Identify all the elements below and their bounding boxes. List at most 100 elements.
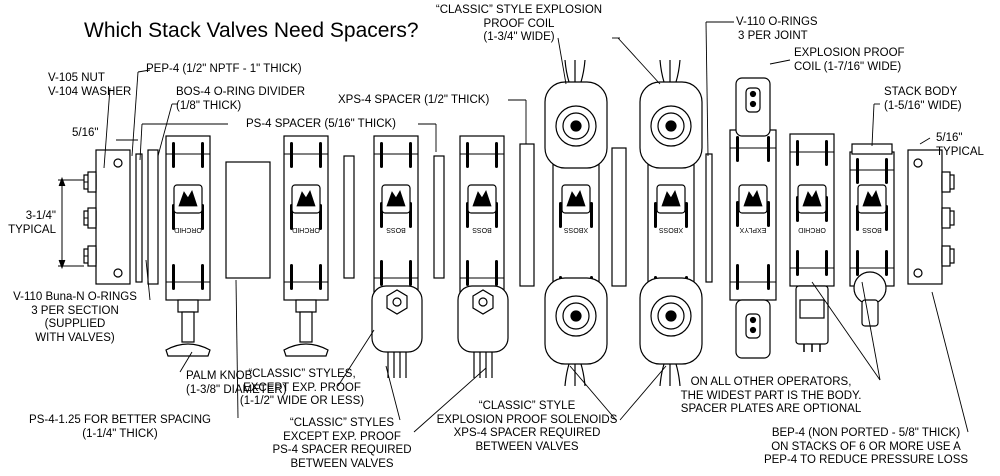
label-line: EXPLOSION PROOF SOLENOIDS bbox=[436, 413, 618, 426]
label-line: BEP-4 (NON PORTED - 5/8" THICK) bbox=[771, 427, 961, 439]
label-line: THE WIDEST PART IS THE BODY. bbox=[680, 389, 862, 402]
valve-model-text: EXPLYX bbox=[739, 226, 766, 233]
label-line: EXCEPT EXP. PROOF bbox=[283, 430, 401, 443]
label-line: STACK BODY bbox=[884, 86, 958, 98]
leader-line bbox=[769, 59, 791, 65]
lead-wire bbox=[675, 363, 681, 387]
ps4-spacer bbox=[343, 155, 355, 279]
label-line: (SUPPLIED bbox=[44, 318, 106, 330]
oring-slot bbox=[172, 264, 175, 290]
label-stack-body: STACK BODY (1-5/16" WIDE) bbox=[884, 86, 962, 113]
valve-model-text: XBOSS bbox=[564, 226, 588, 233]
buffalo-logo-icon bbox=[802, 190, 822, 207]
nut-hex bbox=[87, 207, 97, 229]
nut-center bbox=[392, 297, 402, 307]
leader-line bbox=[617, 37, 661, 85]
nut-hex bbox=[941, 207, 951, 229]
oring-slot bbox=[319, 264, 322, 290]
oring-slot bbox=[885, 250, 888, 276]
pilot-coil bbox=[799, 299, 825, 319]
leader-line bbox=[157, 103, 173, 157]
label-dim-right: 5/16" TYPICAL bbox=[936, 132, 984, 159]
leader-line bbox=[705, 21, 709, 157]
oring-slot bbox=[290, 264, 293, 290]
label-typical-height: 3-1/4" TYPICAL bbox=[4, 210, 56, 237]
oring-slot bbox=[856, 158, 859, 184]
valve-model-text: ORCHID bbox=[174, 226, 202, 233]
leader-line bbox=[235, 279, 239, 419]
label-line: PEP-4 TO REDUCE PRESSURE LOSS bbox=[763, 454, 969, 466]
oring-slot bbox=[736, 264, 739, 290]
leader-line bbox=[811, 281, 881, 381]
dim-arrow bbox=[58, 259, 66, 270]
lead-wire bbox=[659, 363, 665, 387]
label-line: (1-1/4" THICK) bbox=[82, 427, 158, 440]
nut-center bbox=[478, 297, 488, 307]
leader-line bbox=[337, 329, 375, 387]
pilot-bulb bbox=[853, 271, 887, 305]
mount-hole bbox=[913, 158, 923, 168]
label-line: EXCEPT EXP. PROOF bbox=[243, 381, 361, 394]
label-line: (1-1/2" WIDE OR LESS) bbox=[239, 395, 365, 407]
label-dim-left: 5/16" bbox=[72, 127, 98, 141]
leader-line bbox=[179, 351, 193, 373]
stem-collar bbox=[295, 299, 317, 313]
coil-dot bbox=[749, 90, 757, 98]
nut-hex bbox=[87, 245, 97, 267]
leader-line bbox=[871, 103, 875, 147]
coil-dot bbox=[749, 316, 757, 324]
end-plate-left bbox=[95, 149, 131, 285]
oring-slot bbox=[736, 136, 739, 162]
valve-model-text: XBOSS bbox=[659, 226, 683, 233]
label-line: ON STACKS OF 6 OR MORE USE A bbox=[771, 440, 961, 453]
valve-model-text: BOSS bbox=[386, 226, 406, 233]
mount-hole bbox=[113, 268, 123, 278]
label-pep4: PEP-4 (1/2" NPTF - 1" THICK) bbox=[146, 63, 302, 77]
label-line: BETWEEN VALVES bbox=[475, 440, 579, 453]
ps4-spacer bbox=[147, 149, 159, 285]
leader-line bbox=[557, 37, 567, 85]
label-line: “CLASSIC” STYLE bbox=[478, 400, 576, 412]
oring-slot bbox=[201, 264, 204, 290]
label-line: V-104 WASHER bbox=[48, 85, 132, 98]
valve-model-text: BOSS bbox=[472, 226, 492, 233]
palm-knob bbox=[165, 343, 211, 357]
label-nut-washer: V-105 NUT V-104 WASHER bbox=[48, 72, 131, 99]
label-line: V-105 NUT bbox=[48, 72, 105, 84]
valve-model-text: ORCHID bbox=[798, 226, 826, 233]
leader-line bbox=[569, 365, 617, 421]
leader-line bbox=[919, 137, 931, 145]
buffalo-logo-icon bbox=[178, 190, 198, 207]
oring-slot bbox=[685, 202, 688, 228]
knob-stem bbox=[299, 311, 313, 343]
label-classic-exp-coil: “CLASSIC” STYLE EXPLOSION PROOF COIL (1-… bbox=[424, 4, 614, 45]
leader-line bbox=[413, 367, 487, 433]
solenoid-body bbox=[371, 285, 423, 353]
label-line: (1-3/8" DIAMETER) bbox=[186, 383, 287, 396]
buffalo-logo-icon bbox=[472, 190, 492, 207]
oring-slot bbox=[767, 136, 770, 162]
label-classic-ps4: “CLASSIC” STYLES EXCEPT EXP. PROOF PS-4 … bbox=[272, 417, 412, 471]
leader-line bbox=[131, 71, 139, 157]
label-line: PEP-4 (1/2" NPTF - 1" THICK) bbox=[146, 63, 302, 75]
mount-hole bbox=[113, 158, 123, 168]
valve-model-text: BOSS bbox=[862, 226, 882, 233]
coil-window bbox=[745, 87, 761, 113]
label-v110-joint: V-110 O-RINGS 3 PER JOINT bbox=[736, 16, 818, 43]
xps4-spacer bbox=[611, 147, 627, 287]
label-line: BETWEEN VALVES bbox=[290, 457, 394, 470]
leader-line bbox=[137, 69, 151, 73]
pilot-stem bbox=[861, 299, 879, 327]
leader-line bbox=[861, 281, 881, 381]
oring-slot bbox=[466, 142, 469, 168]
label-line: “CLASSIC” STYLE EXPLOSION bbox=[435, 4, 603, 16]
buffalo-logo-icon bbox=[661, 190, 681, 207]
oring-slot bbox=[767, 201, 770, 227]
label-line: XPS-4 SPACER REQUIRED bbox=[453, 427, 601, 439]
nut-hex bbox=[87, 171, 97, 193]
coil-center bbox=[665, 310, 677, 322]
label-line: PS-4 SPACER REQUIRED bbox=[272, 444, 412, 456]
oring-slot bbox=[380, 260, 383, 286]
label-line: TYPICAL bbox=[8, 223, 56, 236]
